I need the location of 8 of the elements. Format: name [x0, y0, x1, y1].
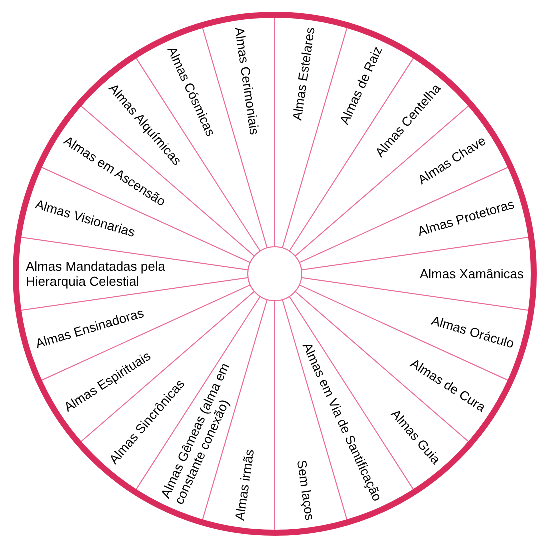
sector-label: Almas irmãs [232, 448, 258, 522]
sector-label: Almas Oráculo [430, 312, 516, 352]
sector-label: Almas Cerimoniais [232, 26, 262, 136]
sector-label: Sem laços [294, 459, 318, 522]
sector-label: Almas Estelares [290, 26, 318, 122]
sector-label: Almas Mandatadas pela Hierarquia Celestial [26, 259, 178, 289]
sector-label: Almas de Raiz [336, 44, 386, 127]
sector-label: Almas Xamânicas [420, 266, 524, 282]
